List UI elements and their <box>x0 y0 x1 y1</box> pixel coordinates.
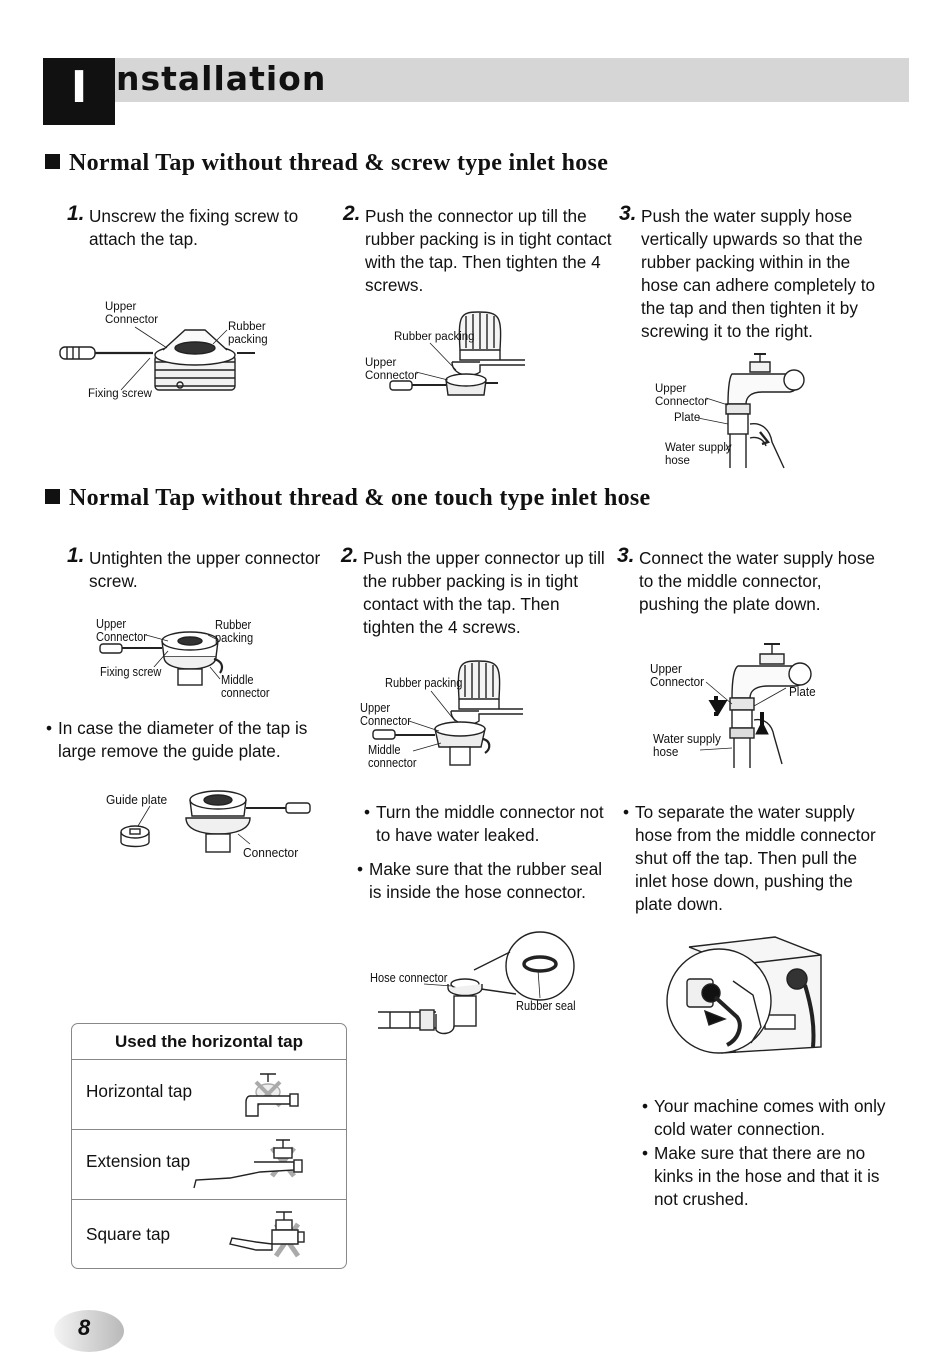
step-text: Push the water supply hose vertically up… <box>641 206 876 341</box>
header-initial: I <box>43 58 115 125</box>
note-rubber-seal: • Make sure that the rubber seal is insi… <box>357 859 603 902</box>
connector-screw-illustration <box>59 326 255 391</box>
note-separate-hose: • To separate the water supply hose from… <box>623 802 876 914</box>
note-text: To separate the water supply hose from t… <box>635 802 876 914</box>
note-text: In case the diameter of the tap is large… <box>58 718 308 761</box>
step-text: Unscrew the fixing screw to attach the t… <box>89 206 299 249</box>
table-row: Extension tap <box>72 1130 346 1200</box>
step-text: Push the connector up till the rubber pa… <box>365 206 612 295</box>
section2-step3: 3. Connect the water supply hose to the … <box>617 544 875 614</box>
label-guide-plate: Guide plate <box>106 792 168 807</box>
label-plate: Plate <box>789 684 816 699</box>
page-number-badge <box>54 1310 124 1352</box>
step-text: Push the upper connector up till the rub… <box>363 548 605 637</box>
hose-push-illustration <box>697 353 805 469</box>
hose-connector-illustration <box>378 931 575 1035</box>
horizontal-tap-icon <box>245 1073 299 1117</box>
table-row: Square tap <box>72 1200 346 1268</box>
table-heading: Used the horizontal tap <box>72 1024 346 1060</box>
page-number: 8 <box>78 1315 91 1340</box>
tap-middle-connector-illustration <box>372 660 523 766</box>
guide-plate-illustration <box>120 790 311 853</box>
extension-tap-icon <box>193 1139 303 1189</box>
section2-step1: 1. Untighten the upper connector screw. <box>67 544 321 591</box>
section2-title: Normal Tap without thread & one touch ty… <box>45 485 651 512</box>
step-text: Untighten the upper connector screw. <box>89 548 321 591</box>
square-bullet-icon <box>45 154 60 169</box>
note-text: Make sure that there are no kinks in the… <box>654 1143 880 1209</box>
section1-step2: 2. Push the connector up till the rubber… <box>343 202 612 295</box>
step-text: Connect the water supply hose to the mid… <box>639 548 875 614</box>
note-cold-water: • Your machine comes with only cold wate… <box>642 1096 886 1139</box>
label-rubber-seal: Rubber seal <box>516 998 576 1013</box>
note-text: Your machine comes with only cold water … <box>654 1096 886 1139</box>
header-bar <box>43 58 909 102</box>
one-touch-connector-illustration <box>99 631 224 686</box>
note-no-kinks: • Make sure that there are no kinks in t… <box>642 1143 880 1209</box>
tap-label: Extension tap <box>86 1151 191 1171</box>
machine-rear-illustration <box>666 936 822 1054</box>
label-fixing-screw: Fixing screw <box>88 388 152 400</box>
section1-title: Normal Tap without thread & screw type i… <box>45 150 608 177</box>
tap-connector-illustration <box>389 311 525 396</box>
section1-step1: 1. Unscrew the fixing screw to attach th… <box>67 202 299 249</box>
section2-step2: 2. Push the upper connector up till the … <box>341 544 605 637</box>
label-plate: Plate <box>674 412 701 424</box>
square-bullet-icon <box>45 489 60 504</box>
page-title: nstallation <box>116 59 327 98</box>
note-text: Turn the middle connector not to have wa… <box>376 802 604 845</box>
hose-connect-illustration <box>699 643 812 768</box>
section1-step3: 3. Push the water supply hose vertically… <box>619 202 876 341</box>
tap-label: Horizontal tap <box>86 1081 193 1101</box>
label-rubber-packing: Rubber packing <box>394 331 475 343</box>
tap-label: Square tap <box>86 1224 171 1244</box>
note-text: Make sure that the rubber seal is inside… <box>369 859 603 902</box>
note-guide-plate: • In case the diameter of the tap is lar… <box>46 718 308 761</box>
note-middle-connector: • Turn the middle connector not to have … <box>364 802 604 845</box>
horizontal-tap-table: Used the horizontal tap Horizontal tap E… <box>71 1023 347 1269</box>
label-hose-connector: Hose connector <box>370 970 448 985</box>
square-tap-icon <box>229 1211 305 1258</box>
label-rubber-packing: Rubber packing <box>385 675 463 690</box>
label-connector: Connector <box>243 845 299 860</box>
label-fixing-screw: Fixing screw <box>100 664 162 679</box>
table-row: Horizontal tap <box>72 1060 346 1130</box>
